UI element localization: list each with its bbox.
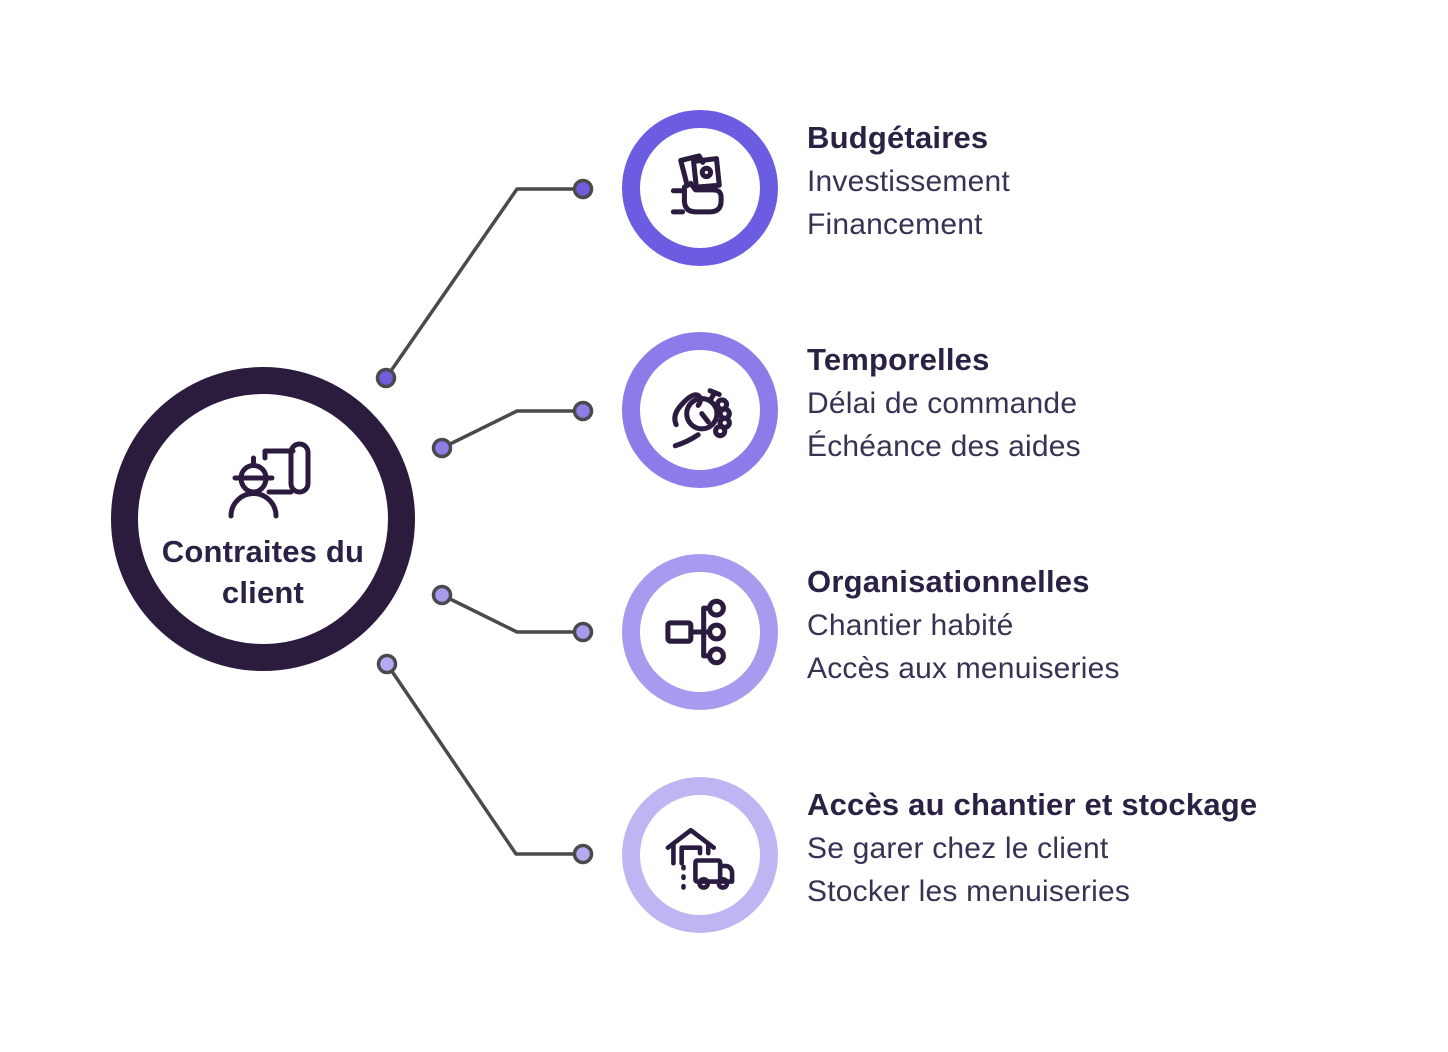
- branch-title: Accès au chantier et stockage: [807, 787, 1258, 822]
- branch-detail: Délai de commande: [807, 387, 1078, 420]
- branch-title: Organisationnelles: [807, 564, 1090, 599]
- branch-text-temporelles: Temporelles Délai de commande Échéance d…: [807, 338, 1081, 468]
- branch-detail: Échéance des aides: [807, 430, 1081, 463]
- money-in-hand-icon: [656, 144, 744, 232]
- stopwatch-in-hand-icon: [656, 366, 744, 454]
- central-node: Contraites du client: [111, 367, 415, 671]
- branch-circle-acces-stockage: [622, 777, 778, 933]
- org-chart-icon: [656, 588, 744, 676]
- central-node-title: Contraites du client: [161, 534, 365, 610]
- branch-organisationnelles: Organisationnelles Chantier habité Accès…: [622, 554, 1120, 710]
- connector-branch-1: [384, 187, 585, 380]
- branch-detail: Stocker les menuiseries: [807, 875, 1131, 908]
- connector-dot-end-2: [572, 400, 594, 422]
- branch-title: Budgétaires: [807, 120, 989, 155]
- engineer-blueprint-icon: [213, 431, 313, 527]
- branch-detail: Investissement: [807, 165, 1010, 198]
- branch-text-budgetaires: Budgétaires Investissement Financement: [807, 116, 1010, 246]
- branch-detail: Financement: [807, 208, 983, 241]
- branch-detail: Chantier habité: [807, 609, 1014, 642]
- connector-branch-3: [440, 593, 585, 634]
- connector-dot-start-4: [376, 653, 398, 675]
- branch-detail: Accès aux menuiseries: [807, 652, 1120, 685]
- connector-branch-4: [385, 662, 585, 856]
- connector-dot-end-3: [572, 621, 594, 643]
- branch-circle-temporelles: [622, 332, 778, 488]
- branch-text-acces-stockage: Accès au chantier et stockage Se garer c…: [807, 783, 1257, 913]
- connector-dot-start-3: [431, 584, 453, 606]
- branch-acces-stockage: Accès au chantier et stockage Se garer c…: [622, 777, 1257, 933]
- branch-temporelles: Temporelles Délai de commande Échéance d…: [622, 332, 1081, 488]
- connector-branch-2: [440, 409, 585, 450]
- connector-dot-end-4: [572, 843, 594, 865]
- branch-circle-budgetaires: [622, 110, 778, 266]
- branch-text-organisationnelles: Organisationnelles Chantier habité Accès…: [807, 560, 1120, 690]
- branch-detail: Se garer chez le client: [807, 832, 1109, 865]
- connector-dot-end-1: [572, 178, 594, 200]
- branch-title: Temporelles: [807, 342, 990, 377]
- connector-dot-start-2: [431, 437, 453, 459]
- branch-budgetaires: Budgétaires Investissement Financement: [622, 110, 1010, 266]
- house-truck-delivery-icon: [656, 811, 744, 899]
- connector-dot-start-1: [375, 367, 397, 389]
- branch-circle-organisationnelles: [622, 554, 778, 710]
